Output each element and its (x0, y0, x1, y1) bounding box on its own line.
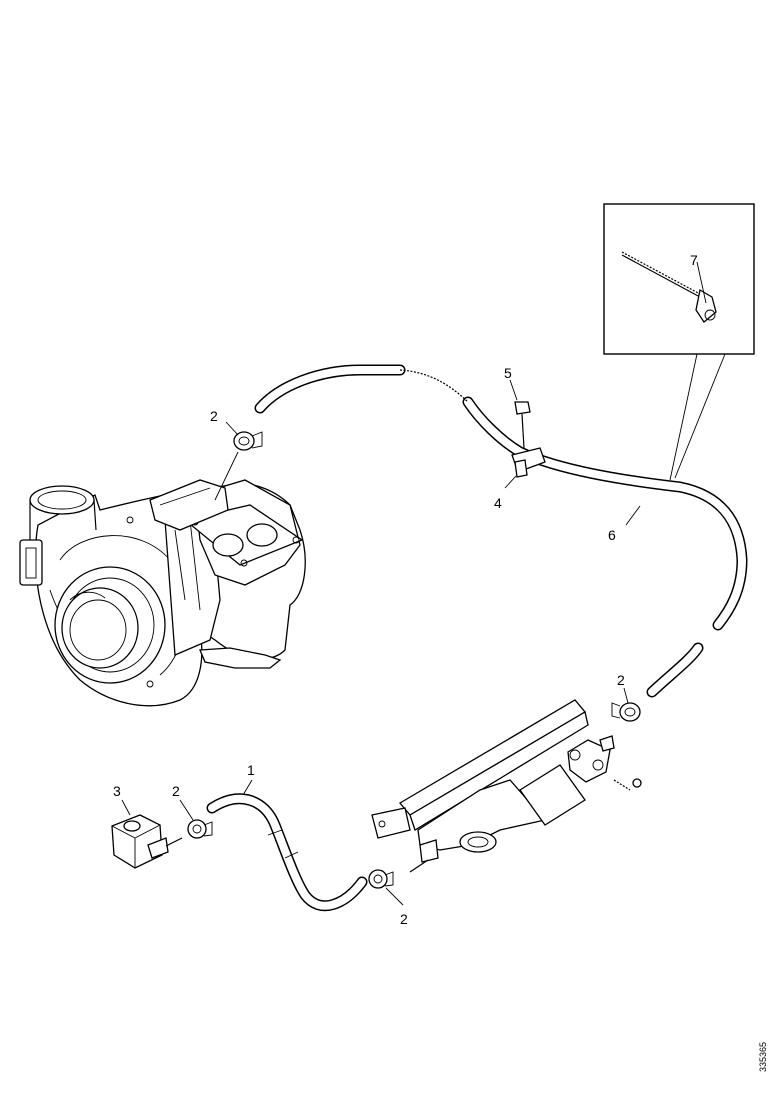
callout-4: 4 (494, 495, 502, 511)
hose-6 (462, 396, 748, 631)
callout-2-left: 2 (172, 783, 180, 799)
clamp-2a (233, 431, 263, 451)
clamp-2d (611, 702, 641, 722)
callout-7: 7 (690, 252, 698, 268)
leader-lines (121, 261, 707, 906)
mounting-bracket (371, 699, 642, 873)
hose-lower-right (646, 642, 704, 698)
callout-3: 3 (113, 783, 121, 799)
callout-2-right: 2 (617, 672, 625, 688)
hose-upper (254, 364, 469, 414)
callout-2-bottom: 2 (400, 911, 408, 927)
bolt-5 (514, 401, 531, 449)
inset-detail (603, 203, 755, 481)
bracket-4 (511, 447, 546, 478)
callout-1: 1 (247, 762, 255, 778)
turbocharger (19, 479, 306, 707)
callout-6: 6 (608, 527, 616, 543)
callout-2-turbo: 2 (210, 408, 218, 424)
reference-code: 335365 (758, 1042, 768, 1072)
clamp-2c (368, 869, 394, 889)
callout-5: 5 (504, 365, 512, 381)
hose-1 (206, 793, 368, 912)
fitting-block-3 (111, 814, 183, 869)
clamp-2b (187, 819, 213, 839)
